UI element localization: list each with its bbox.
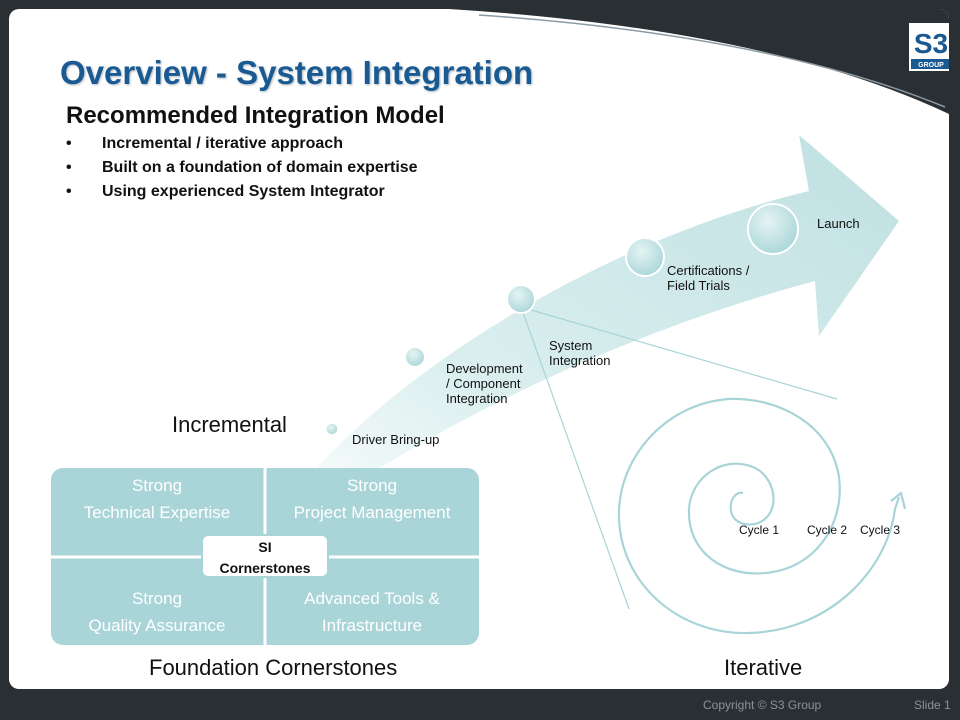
slide-subtitle: Recommended Integration Model [66, 102, 445, 129]
stage-marker-2 [404, 346, 426, 368]
stage-marker-3 [506, 284, 536, 314]
logo-subtext: GROUP [918, 62, 944, 69]
stage-label-launch: Launch [817, 216, 860, 231]
s3-group-logo: S3 GROUP [909, 23, 949, 71]
foundation-label: Foundation Cornerstones [149, 655, 398, 680]
corner-swoosh [449, 9, 949, 114]
stage-marker-1 [325, 422, 339, 436]
connector-line-left [520, 306, 630, 610]
stage-label-driver-bringup: Driver Bring-up [352, 432, 440, 447]
stage-label-certifications: Certifications / Field Trials [667, 263, 750, 293]
cycle-label-1: Cycle 1 [739, 523, 780, 537]
slide-title: Overview - System Integration [60, 54, 534, 91]
logo-mark: S3 [914, 28, 948, 59]
stage-label-development: Development / Component Integration [446, 361, 523, 406]
bullet-item: Incremental / iterative approach [66, 134, 418, 158]
stage-marker-4 [625, 237, 665, 277]
footer-copyright: Copyright © S3 Group [703, 698, 822, 712]
stage-marker-5 [747, 203, 799, 255]
bullet-item: Using experienced System Integrator [66, 182, 418, 206]
iterative-label: Iterative [724, 655, 803, 680]
cornerstone-quality-assurance: Strong Quality Assurance [88, 589, 226, 635]
si-cornerstones-box: SI Cornerstones [201, 534, 329, 578]
spiral-arrowhead [890, 491, 907, 510]
bullet-list: Incremental / iterative approach Built o… [66, 134, 418, 206]
cycle-label-3: Cycle 3 [860, 523, 901, 537]
incremental-arrow [264, 135, 899, 537]
stage-label-system-integration: System Integration [549, 338, 611, 368]
cornerstone-project-management: Strong Project Management [293, 476, 451, 522]
footer-slide-number: Slide 1 [914, 698, 951, 712]
corner-swoosh-line [478, 14, 946, 108]
cornerstone-tools-infrastructure: Advanced Tools & Infrastructure [304, 589, 440, 635]
cycle-label-2: Cycle 2 [807, 523, 848, 537]
iterative-spiral [617, 397, 901, 635]
cornerstone-technical-expertise: Strong Technical Expertise [83, 476, 231, 522]
connector-line-right [520, 306, 838, 400]
bullet-item: Built on a foundation of domain expertis… [66, 158, 418, 182]
incremental-label: Incremental [172, 412, 287, 437]
